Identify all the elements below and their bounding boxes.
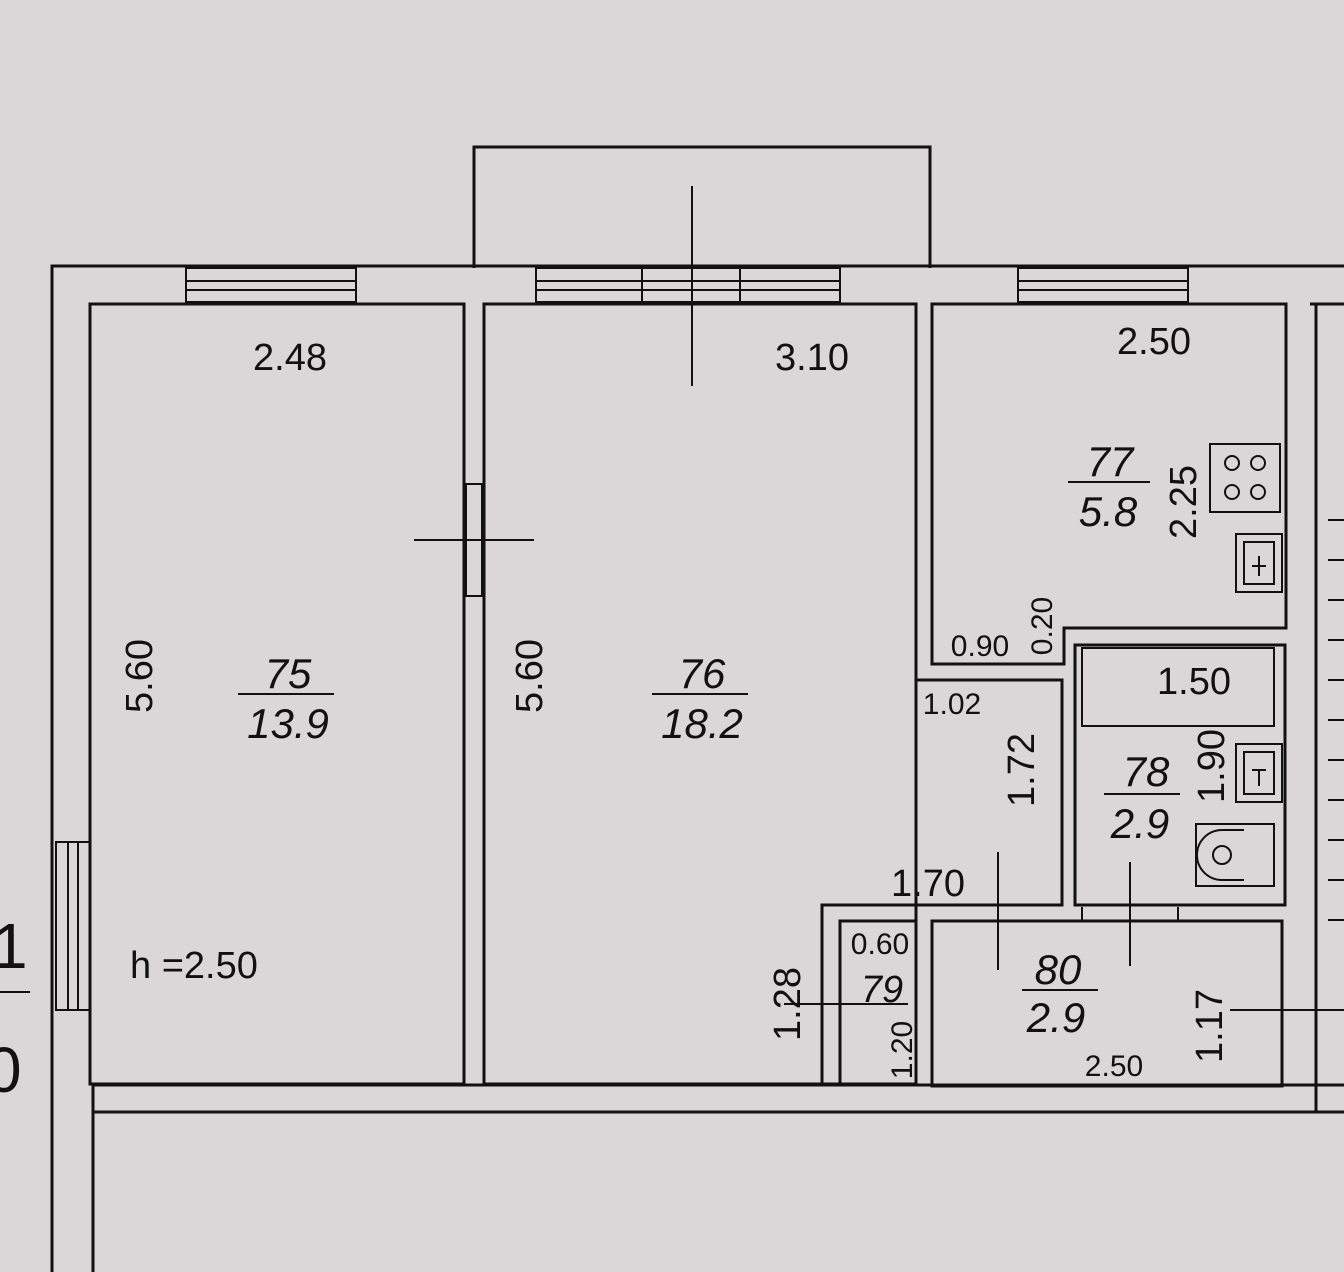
room-78-label: 78 2.9 — [1104, 748, 1180, 847]
room-75-width: 2.48 — [253, 337, 327, 379]
dim-1-72: 1.72 — [1001, 733, 1043, 807]
room-80-label: 80 2.9 — [1022, 946, 1098, 1041]
room-80-length: 1.17 — [1189, 989, 1231, 1063]
room-77-length: 2.25 — [1163, 465, 1205, 539]
edge-label-top: 1 — [0, 910, 28, 982]
window-side — [55, 841, 91, 1011]
room-75-label: 75 13.9 — [238, 650, 334, 747]
room-78-length: 1.90 — [1191, 729, 1233, 803]
dim-1-70: 1.70 — [891, 863, 965, 905]
room-80-area: 2.9 — [1026, 994, 1085, 1041]
dim-1-28: 1.28 — [767, 967, 809, 1041]
room-79-length: 1.20 — [886, 1021, 919, 1079]
corridor-outline — [820, 304, 1064, 1084]
window-room-77 — [1017, 267, 1189, 303]
outer-wall — [50, 264, 1344, 1272]
stairs — [1328, 519, 1344, 921]
room-78-area: 2.9 — [1110, 800, 1169, 847]
balcony — [472, 145, 932, 268]
room-76-width: 3.10 — [775, 337, 849, 379]
bathtub — [1081, 647, 1275, 727]
stairwell-wall — [93, 1083, 1344, 1114]
edge-label-bottom: 0 — [0, 1034, 22, 1106]
room-78-width: 1.50 — [1157, 661, 1231, 703]
room-79-label: 79 — [861, 969, 903, 1011]
room-77-area: 5.8 — [1079, 488, 1138, 535]
room-77-label: 77 5.8 — [1068, 438, 1150, 535]
toilet-icon — [1195, 823, 1275, 887]
room-78-number: 78 — [1123, 748, 1170, 795]
room-75-length: 5.60 — [119, 639, 161, 713]
window-room-75 — [185, 267, 357, 303]
room-77-number: 77 — [1087, 438, 1135, 485]
room-80-number: 80 — [1035, 946, 1082, 993]
stove-icon — [1209, 443, 1281, 513]
room-78-outline — [1073, 643, 1287, 907]
window-room-76 — [535, 267, 841, 303]
room-76-number: 76 — [679, 650, 726, 697]
room-77-width: 2.50 — [1117, 321, 1191, 363]
room-75-area: 13.9 — [247, 700, 329, 747]
door-marks — [414, 186, 1344, 1011]
dim-1-02: 1.02 — [923, 688, 981, 721]
room-75-number: 75 — [265, 650, 312, 697]
room-79-width: 0.60 — [851, 928, 909, 961]
room-80-width: 2.50 — [1085, 1050, 1143, 1083]
room-76-length: 5.60 — [509, 639, 551, 713]
room-76-label: 76 18.2 — [652, 650, 748, 747]
ceiling-height: h =2.50 — [130, 945, 258, 987]
room-77-outline — [930, 302, 1288, 666]
room-79-number: 79 — [861, 969, 903, 1011]
room-76-area: 18.2 — [661, 700, 743, 747]
bath-sink-icon — [1235, 743, 1283, 803]
right-wall — [1310, 302, 1344, 1112]
dim-0-20: 0.20 — [1026, 597, 1059, 655]
kitchen-sink-icon — [1235, 533, 1283, 593]
dim-0-90: 0.90 — [951, 630, 1009, 663]
